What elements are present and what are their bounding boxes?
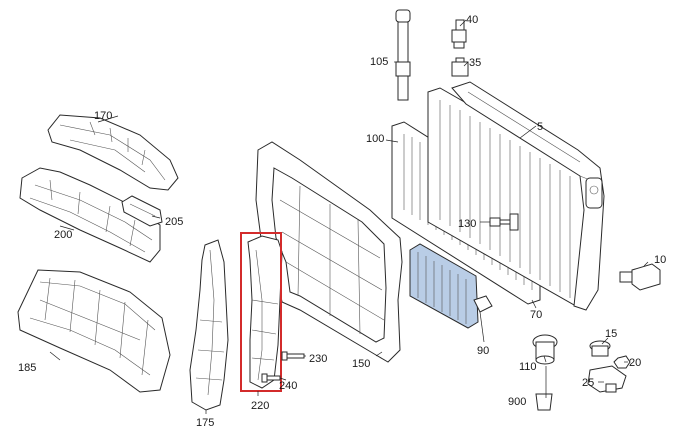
- label-20: 20: [629, 357, 641, 369]
- part-205-trim: [121, 195, 163, 227]
- part-10-sensor: [619, 263, 661, 291]
- label-25: 25: [582, 377, 594, 389]
- part-25-bracket: [587, 365, 627, 393]
- part-230-screw: [281, 351, 305, 361]
- label-90: 90: [477, 345, 489, 357]
- label-100: 100: [366, 133, 384, 145]
- label-105: 105: [370, 56, 388, 68]
- label-220: 220: [251, 400, 269, 412]
- label-240: 240: [279, 380, 297, 392]
- part-105-pipe: [395, 9, 411, 101]
- part-170-air-duct: [47, 114, 179, 191]
- label-185: 185: [18, 362, 36, 374]
- leader-lines: [49, 19, 649, 414]
- part-35-clip: [451, 57, 469, 77]
- highlight-box: [240, 232, 282, 392]
- label-900: 900: [508, 396, 526, 408]
- label-35: 35: [469, 57, 481, 69]
- part-90-cooler: [409, 243, 493, 329]
- label-150: 150: [352, 358, 370, 370]
- part-40-clip: [451, 19, 467, 49]
- label-15: 15: [605, 328, 617, 340]
- label-110: 110: [519, 361, 537, 373]
- label-10: 10: [654, 254, 666, 266]
- part-150-carrier-frame: [255, 141, 403, 363]
- label-175: 175: [196, 417, 214, 429]
- label-40: 40: [466, 14, 478, 26]
- part-200-air-duct: [19, 167, 161, 263]
- part-220-bracket: [247, 235, 283, 389]
- part-130-fastener: [489, 213, 519, 231]
- label-5: 5: [537, 121, 543, 133]
- label-170: 170: [94, 110, 112, 122]
- label-205: 205: [165, 216, 183, 228]
- part-15-mount: [589, 340, 611, 357]
- label-200: 200: [54, 229, 72, 241]
- label-70: 70: [530, 309, 542, 321]
- part-20-nut: [613, 355, 631, 369]
- part-175-bracket: [189, 239, 229, 411]
- label-130: 130: [458, 218, 476, 230]
- label-230: 230: [309, 353, 327, 365]
- part-185-air-guide: [17, 269, 171, 393]
- part-5-tank: [451, 81, 605, 311]
- part-900-tag: [535, 393, 553, 411]
- callout-labels: 170 205 200 185 175 220 230 240 150 100 …: [18, 14, 666, 429]
